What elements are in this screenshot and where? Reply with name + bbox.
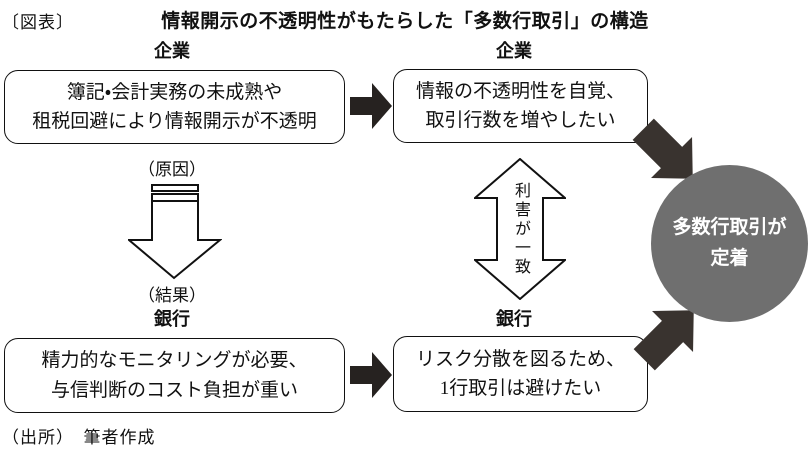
up-down-arrow-icon — [474, 158, 566, 300]
diagonal-arrow-down-right-icon — [632, 118, 693, 179]
box-company-cause-line2: 租税回避により情報開示が不透明 — [32, 111, 317, 132]
box-bank-intent-line1: リスク分散を図るため、 — [415, 348, 625, 370]
striped-down-arrow-icon — [128, 184, 222, 280]
actor-company-top-right: 企業 — [496, 41, 532, 61]
box-company-cause-line1: 簿記・会計実務の未成熟や — [66, 81, 283, 103]
right-arrow-icon — [350, 83, 392, 129]
box-company-intent-line1: 情報の不透明性を自覚、 — [415, 80, 625, 102]
figure-title: 情報開示の不透明性がもたらした「多数行取引」の構造 — [161, 11, 649, 32]
box-bank-cause-line1: 精力的なモニタリングが必要、 — [41, 350, 308, 372]
box-bank-intent-line2: 1行取引は避けたい — [439, 378, 602, 399]
label-effect: （結果） — [138, 286, 206, 305]
source-note: （出所） 筆者作成 — [2, 428, 156, 447]
diagonal-arrow-up-right-icon — [633, 310, 694, 371]
actor-company-top-left: 企業 — [154, 41, 190, 61]
box-bank-intent: リスク分散を図るため、 1行取引は避けたい — [393, 336, 648, 412]
box-company-intent-line2: 取引行数を増やしたい — [425, 110, 616, 131]
box-bank-cause-line2: 与信判断のコスト負担が重い — [50, 379, 298, 401]
figure-label: 〔図表〕 — [2, 13, 74, 32]
box-bank-cause: 精力的なモニタリングが必要、 与信判断のコスト負担が重い — [4, 338, 345, 413]
label-interests-aligned: 利害が一致 — [512, 181, 529, 277]
outcome-line1: 多数行取引が — [672, 217, 787, 239]
outcome-line2: 定着 — [710, 247, 749, 269]
outcome-circle: 多数行取引が 定着 — [651, 165, 808, 322]
box-company-intent: 情報の不透明性を自覚、 取引行数を増やしたい — [393, 69, 648, 143]
box-company-cause: 簿記・会計実務の未成熟や 租税回避により情報開示が不透明 — [4, 70, 345, 144]
actor-bank-bottom-right: 銀行 — [496, 309, 532, 329]
actor-bank-bottom-left: 銀行 — [154, 309, 190, 329]
label-cause: （原因） — [138, 160, 206, 179]
right-arrow-icon — [350, 352, 392, 398]
